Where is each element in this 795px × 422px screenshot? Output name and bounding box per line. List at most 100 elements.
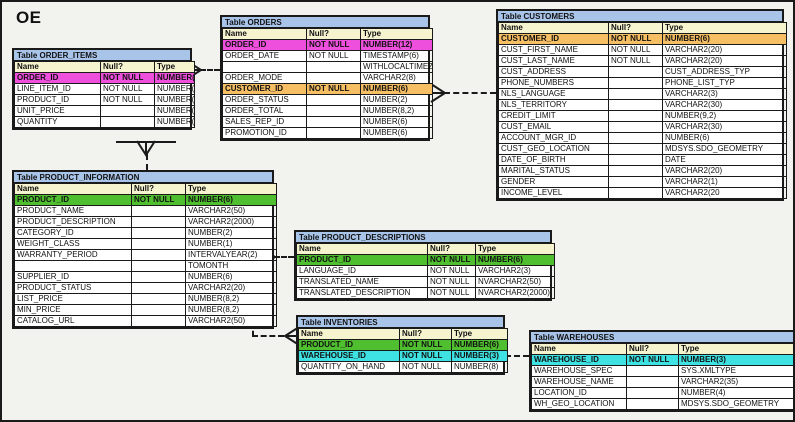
column-type-cell: VARCHAR2(20) xyxy=(185,282,277,294)
column-null-cell xyxy=(626,365,679,377)
column-name-cell: CATALOG_URL xyxy=(14,315,132,327)
column-type-cell: NUMBER(12) xyxy=(360,39,433,51)
column-type-cell: DATE xyxy=(662,154,787,166)
column-name-cell: ORDER_DATE xyxy=(222,50,307,62)
column-type-cell: NUMBER(6) xyxy=(451,339,508,351)
column-row-continuation[interactable]: WITHLOCALTIMEZONE xyxy=(222,61,433,73)
column-name-cell: PRODUCT_ID xyxy=(298,339,400,351)
column-header-null: Null? xyxy=(100,61,155,73)
column-null-cell xyxy=(608,121,663,133)
column-header-type: Type xyxy=(662,22,787,34)
column-null-cell xyxy=(608,154,663,166)
column-type-cell: NUMBER(8,2) xyxy=(185,293,277,305)
column-header-type: Type xyxy=(154,61,195,73)
column-header-null: Null? xyxy=(131,183,186,195)
column-row-continuation[interactable]: TOMONTH xyxy=(14,260,277,272)
column-type-cell: MDSYS.SDO_GEOMETRY xyxy=(678,398,793,410)
column-name-cell: CUSTOMER_ID xyxy=(222,83,307,95)
column-type-cell: NUMBER(6) xyxy=(475,254,555,266)
column-type-cell: NUMBER(4) xyxy=(678,387,793,399)
column-null-cell xyxy=(131,271,186,283)
column-name-cell: LANGUAGE_ID xyxy=(296,265,428,277)
column-name-cell: WARRANTY_PERIOD xyxy=(14,249,132,261)
column-null-cell xyxy=(306,61,361,73)
column-null-cell xyxy=(608,176,663,188)
column-null-cell xyxy=(131,249,186,261)
column-header-name: Name xyxy=(14,183,132,195)
column-type-cell: CUST_ADDRESS_TYP xyxy=(662,66,787,78)
column-header-name: Name xyxy=(298,328,400,340)
column-type-cell: VARCHAR2(20) xyxy=(662,55,787,67)
column-name-cell: CUSTOMER_ID xyxy=(498,33,609,45)
column-name-cell: CUST_FIRST_NAME xyxy=(498,44,609,56)
column-name-cell: PRODUCT_ID xyxy=(14,194,132,206)
column-type-cell: VARCHAR2(30) xyxy=(662,121,787,133)
column-name-cell: WAREHOUSE_ID xyxy=(298,350,400,362)
column-header-type: Type xyxy=(360,28,433,40)
column-name-cell: PRODUCT_DESCRIPTION xyxy=(14,216,132,228)
